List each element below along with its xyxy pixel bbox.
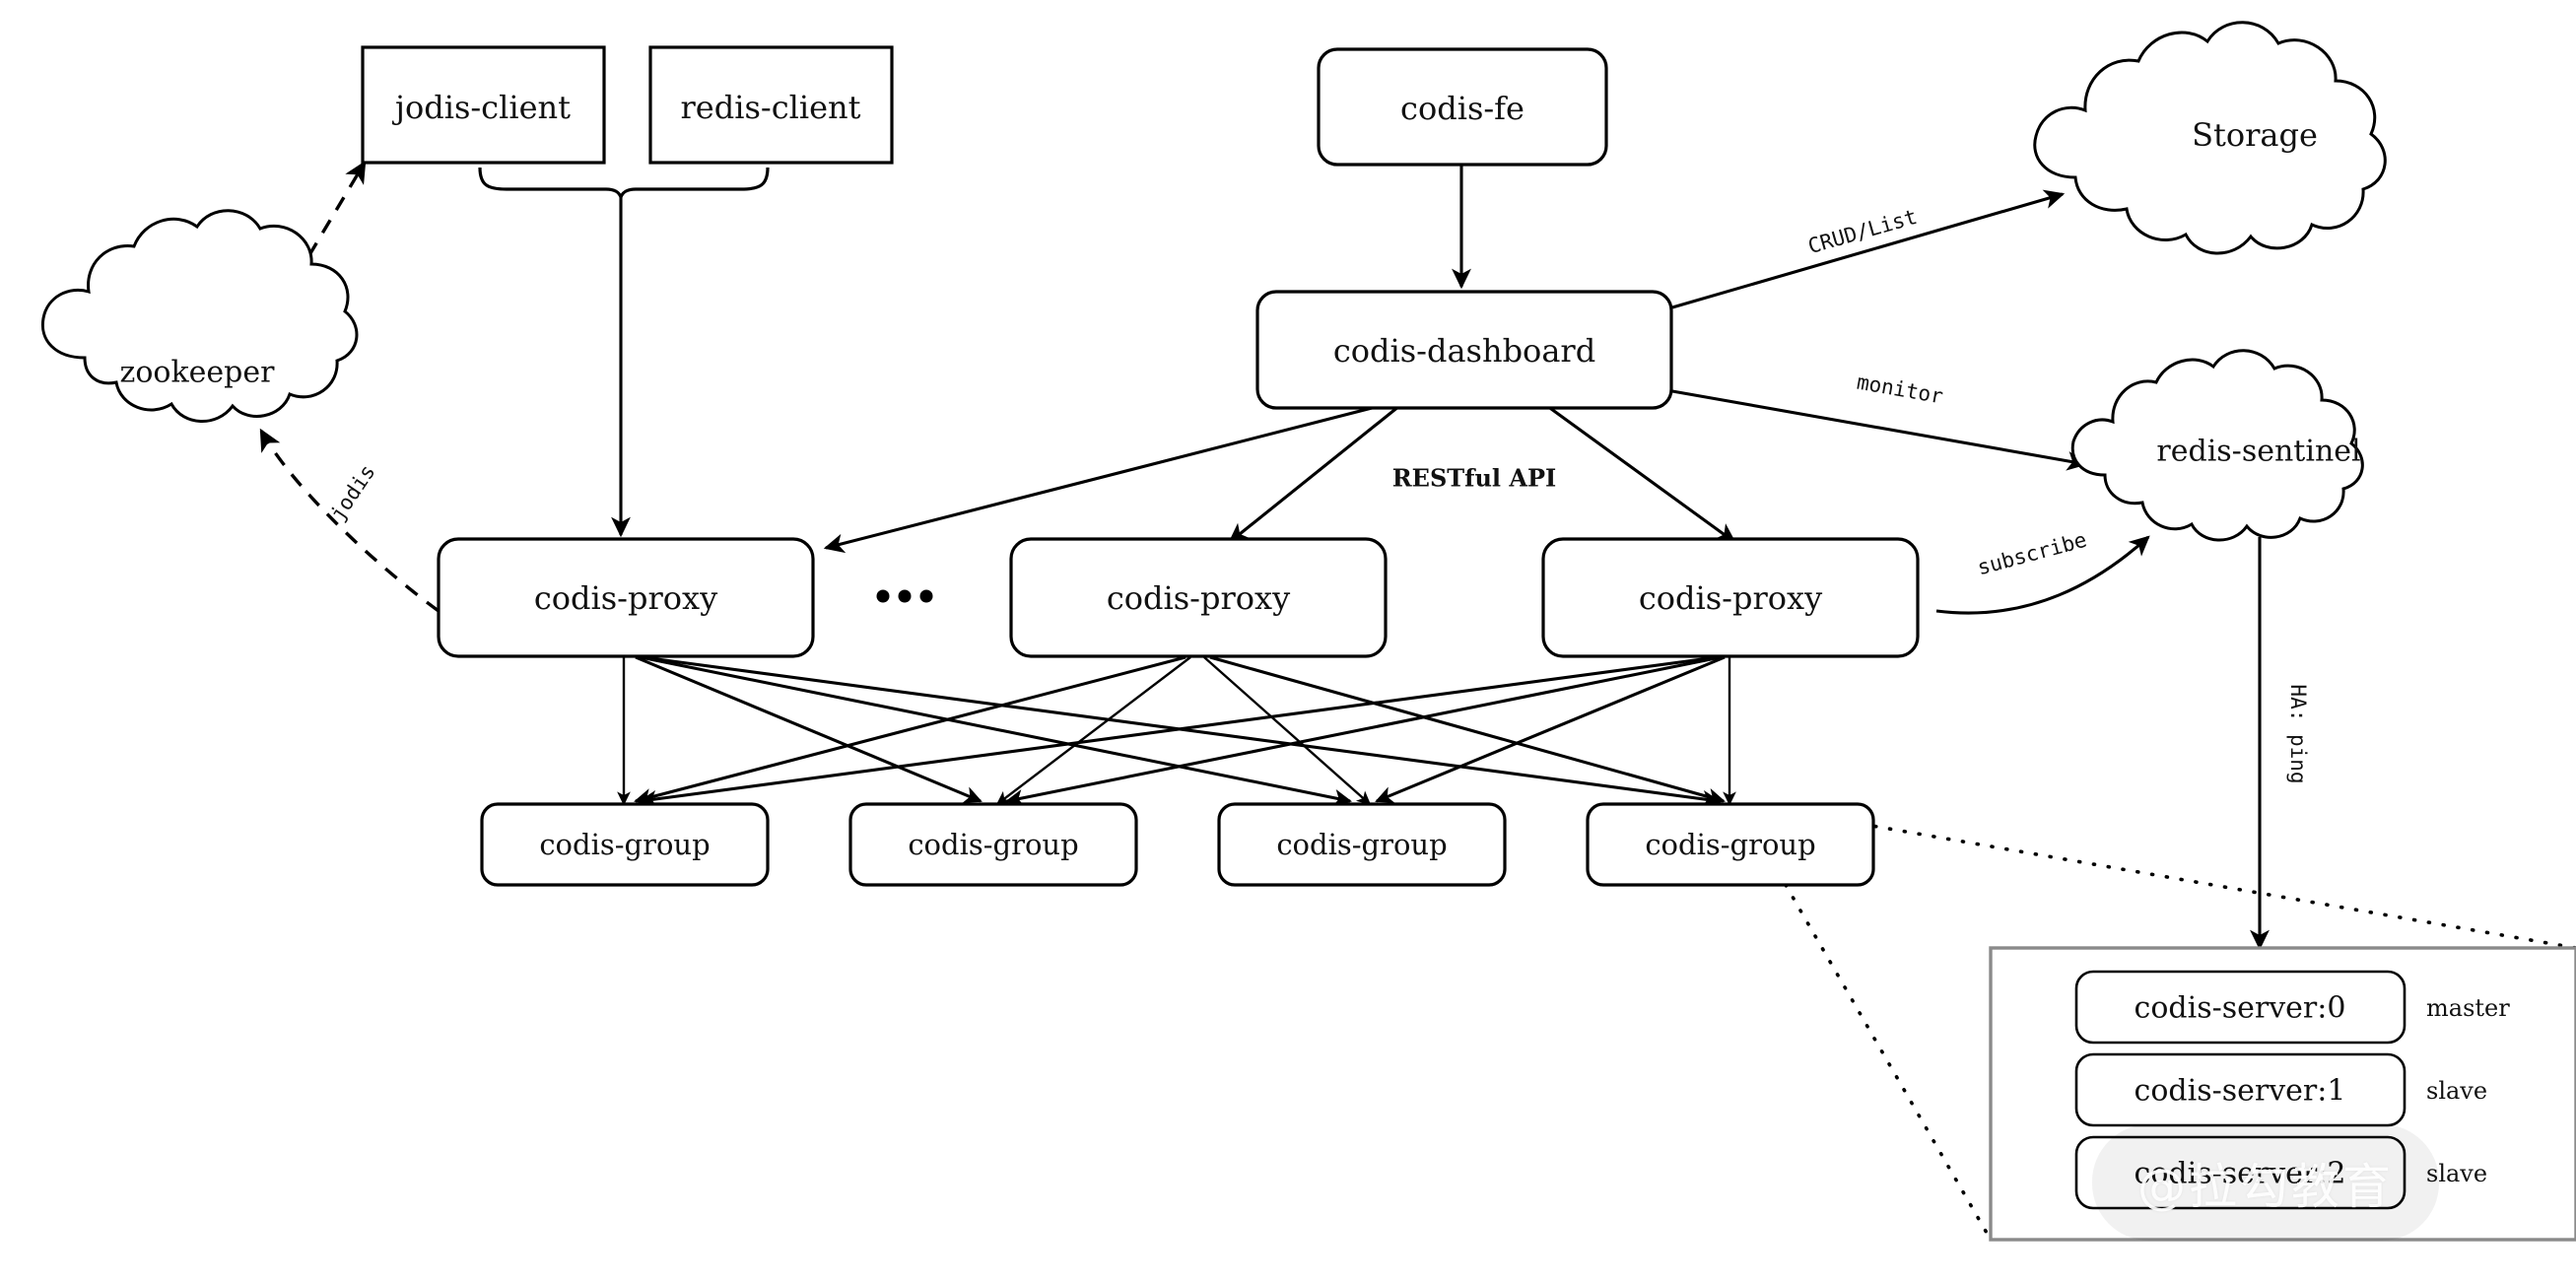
edge-dashboard-to-proxy-2	[1228, 404, 1400, 544]
node-storage[interactable]: Storage	[2033, 21, 2387, 255]
node-codis-dashboard-label: codis-dashboard	[1333, 332, 1595, 370]
edge-dashboard-to-sentinel	[1671, 389, 2088, 471]
edge-dashboard-to-proxy-1	[823, 404, 1381, 554]
edge-dashboard-to-proxy-3	[1546, 404, 1736, 544]
proxy-group-mesh	[617, 655, 1736, 808]
node-codis-fe[interactable]	[1317, 47, 1608, 167]
node-redis-sentinel-label: redis-sentinel	[2156, 435, 2360, 469]
callout-line-bottom	[1784, 883, 1993, 1242]
edge-proxy-to-sentinel	[1935, 535, 2150, 615]
node-codis-group-4-label: codis-group	[1645, 828, 1815, 861]
node-codis-server-1-label: codis-server:1	[2135, 1074, 2346, 1109]
node-codis-group-3-label: codis-group	[1276, 828, 1447, 861]
node-codis-server-0-label: codis-server:0	[2135, 991, 2346, 1026]
edge-label-restful-api: RESTful API	[1392, 464, 1557, 493]
node-codis-group-1-label: codis-group	[539, 828, 710, 861]
node-codis-server-1[interactable]	[2074, 1052, 2407, 1127]
edge-proxy2-group4	[1209, 655, 1726, 806]
node-codis-group-3[interactable]	[1217, 802, 1507, 887]
callout-line-top	[1859, 822, 2576, 950]
node-codis-fe-label: codis-fe	[1400, 90, 1525, 127]
edge-proxy1-group3	[640, 655, 1353, 807]
edge-proxy1-group2	[635, 655, 983, 803]
edge-proxy-to-zookeeper	[259, 428, 441, 613]
edge-label-jodis: jodis	[325, 460, 379, 525]
edge-dashboard-to-storage	[1671, 189, 2066, 309]
node-jodis-client-label: jodis-client	[391, 89, 571, 126]
edge-proxy3-group2	[1004, 655, 1722, 807]
node-codis-group-4[interactable]	[1586, 802, 1875, 887]
role-label-server-0: master	[2426, 994, 2510, 1022]
role-label-server-1: slave	[2426, 1077, 2487, 1105]
node-codis-proxy-2-label: codis-proxy	[1107, 579, 1290, 617]
node-codis-proxy-2[interactable]	[1009, 537, 1388, 658]
role-label-server-2: slave	[2426, 1160, 2487, 1187]
edge-label-subscribe: subscribe	[1975, 528, 2089, 580]
edge-label-crud-list: CRUD/List	[1805, 205, 1920, 258]
node-zookeeper-label: zookeeper	[120, 356, 276, 390]
clients-brace	[478, 167, 770, 202]
node-codis-group-1[interactable]	[480, 802, 770, 887]
edge-proxy2-group1	[634, 655, 1186, 806]
node-storage-label: Storage	[2192, 116, 2318, 154]
node-codis-proxy-1[interactable]	[437, 537, 815, 658]
edge-proxy2-group3	[1203, 656, 1372, 806]
edge-label-monitor: monitor	[1855, 370, 1944, 408]
edge-proxy3-group1	[638, 655, 1718, 808]
edge-proxy3-group3	[1375, 655, 1726, 803]
node-codis-proxy-1-label: codis-proxy	[534, 579, 717, 617]
node-codis-server-2-label: codis-server:2	[2135, 1157, 2346, 1191]
node-codis-group-2-label: codis-group	[908, 828, 1078, 861]
node-redis-client[interactable]	[648, 45, 894, 165]
node-codis-proxy-3-label: codis-proxy	[1639, 579, 1822, 617]
node-zookeeper[interactable]: zookeeper	[40, 209, 359, 423]
node-codis-group-2[interactable]	[848, 802, 1138, 887]
node-redis-client-label: redis-client	[681, 89, 861, 126]
edge-label-ha-ping: HA: ping	[2286, 684, 2310, 783]
node-codis-server-0[interactable]	[2074, 970, 2407, 1045]
node-jodis-client[interactable]	[361, 45, 606, 165]
node-redis-sentinel[interactable]: redis-sentinel	[2070, 349, 2364, 542]
proxy-ellipsis	[876, 589, 933, 603]
edge-proxy2-group2	[995, 656, 1191, 805]
node-codis-proxy-3[interactable]	[1541, 537, 1920, 658]
node-codis-dashboard[interactable]	[1255, 290, 1673, 410]
node-codis-server-2[interactable]	[2074, 1135, 2407, 1210]
